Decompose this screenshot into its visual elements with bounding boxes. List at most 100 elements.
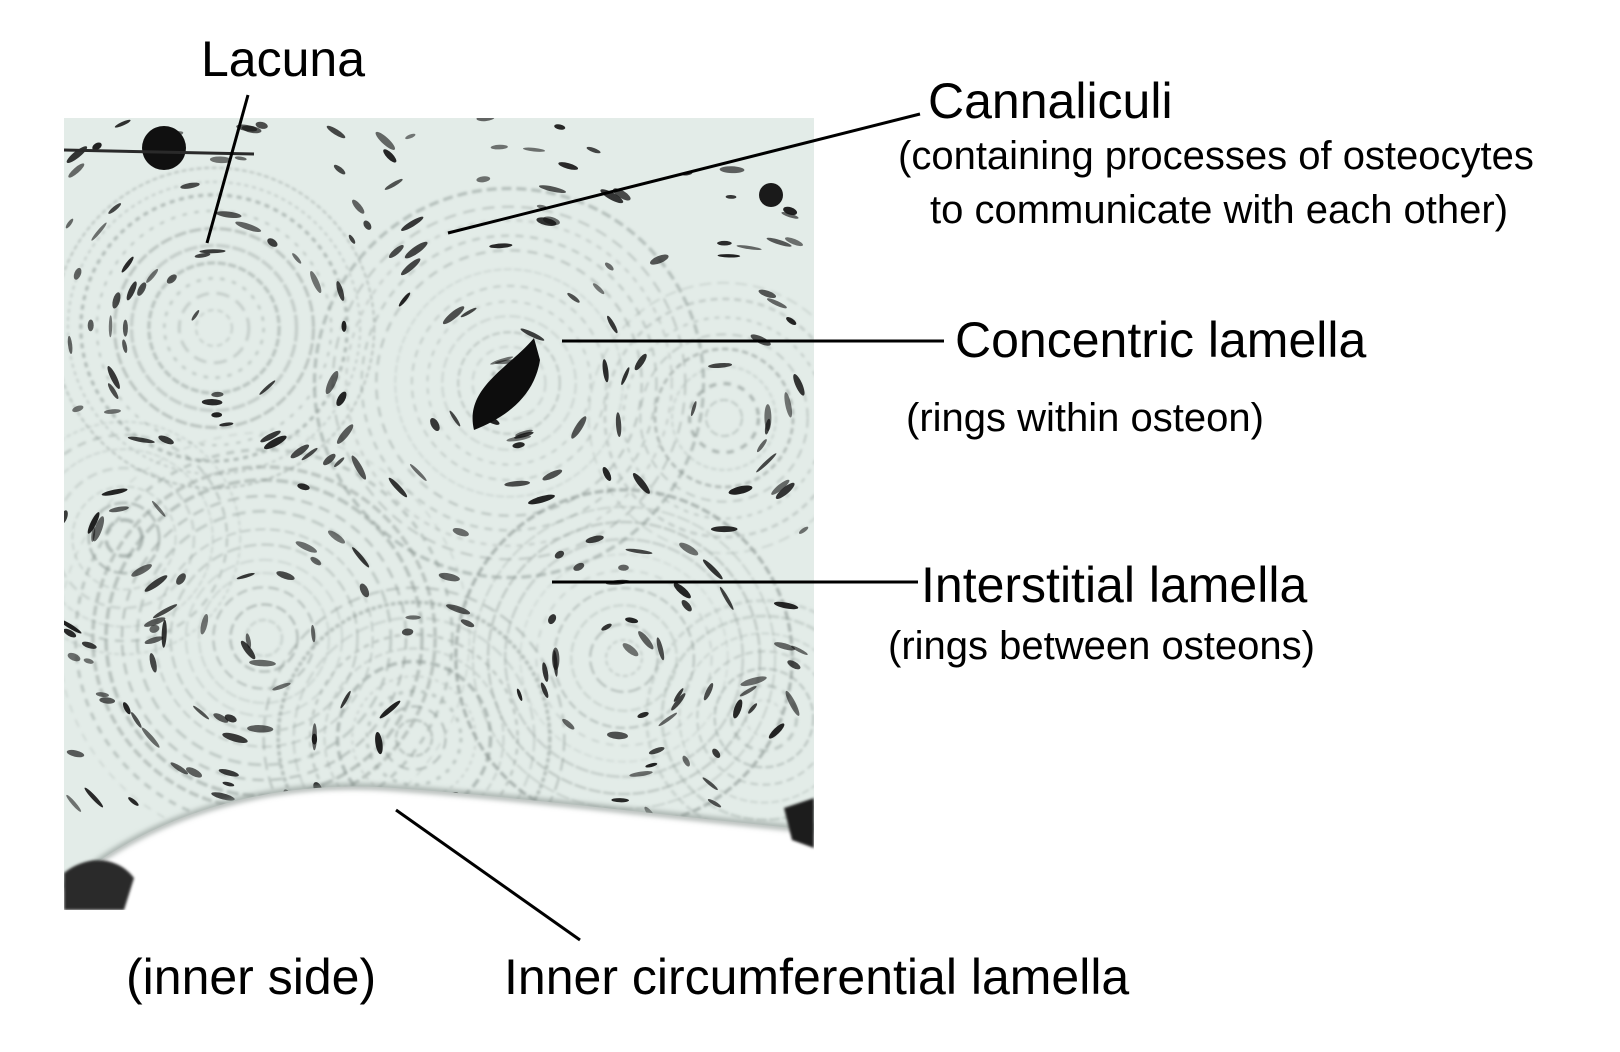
lacuna-mark xyxy=(618,564,629,571)
lamella-ring xyxy=(504,538,744,778)
lacuna-mark xyxy=(351,455,367,480)
lacuna-mark xyxy=(728,485,753,495)
osteocyte-lacunae xyxy=(64,118,809,819)
lacuna-mark xyxy=(292,253,302,264)
lacuna-mark xyxy=(333,164,346,175)
lacuna-mark xyxy=(405,615,421,620)
lacuna-mark xyxy=(101,488,128,496)
lacuna-mark xyxy=(673,688,684,702)
lacuna-mark xyxy=(222,781,235,787)
lacuna-mark xyxy=(460,307,477,318)
lacuna-mark xyxy=(341,320,347,332)
lacuna-mark xyxy=(786,317,797,325)
lacuna-mark xyxy=(348,234,356,244)
small-canal xyxy=(759,183,783,207)
lacuna-mark xyxy=(73,267,82,280)
lacuna-mark xyxy=(141,727,160,748)
lacuna-mark xyxy=(611,798,629,803)
lacuna-mark xyxy=(311,733,318,745)
lamella-ring xyxy=(64,433,229,643)
lacuna-mark xyxy=(67,652,81,662)
lacuna-mark xyxy=(645,762,658,768)
cannaliculi-note-line-1: (containing processes of osteocytes xyxy=(898,134,1534,178)
lacuna-mark xyxy=(107,383,119,399)
lacuna-mark xyxy=(632,472,650,494)
lacuna-mark xyxy=(717,240,732,246)
lacuna-mark xyxy=(127,436,155,444)
lacuna-mark xyxy=(604,262,614,271)
lacuna-mark xyxy=(602,359,609,383)
lacuna-mark xyxy=(702,777,718,791)
lacuna-mark xyxy=(247,725,274,733)
lamella-ring xyxy=(660,614,814,822)
lacuna-mark xyxy=(121,256,134,273)
lamella-ring xyxy=(705,399,743,437)
lamella-ring xyxy=(457,331,561,435)
lacuna-mark xyxy=(122,339,128,353)
lacuna-mark xyxy=(634,353,647,371)
lacuna-mark xyxy=(87,319,94,332)
lacuna-mark xyxy=(68,163,85,178)
lamella-ring xyxy=(96,210,332,446)
lamella-ring xyxy=(64,448,214,628)
lacuna-mark xyxy=(512,442,525,449)
corner-shadow xyxy=(64,860,134,910)
lacuna-mark xyxy=(401,628,414,636)
lacuna-mark xyxy=(708,362,733,369)
cannaliculi-label: Cannaliculi xyxy=(928,73,1173,129)
lacuna-mark xyxy=(301,447,318,461)
lamella-ring xyxy=(79,193,349,463)
lacuna-mark xyxy=(72,405,84,413)
lacuna-mark xyxy=(542,469,563,481)
corner-shadow-right xyxy=(784,798,814,848)
lacuna-mark xyxy=(515,429,533,437)
lacuna-mark xyxy=(542,662,549,682)
lacuna-label: Lacuna xyxy=(201,31,366,87)
lacuna-mark xyxy=(108,203,122,214)
lamella-ring xyxy=(745,699,783,737)
lamella-ring xyxy=(71,485,177,591)
lacuna-mark xyxy=(400,216,424,231)
lacuna-mark xyxy=(409,464,427,481)
lamella-ring xyxy=(120,494,408,782)
lacuna-mark xyxy=(260,430,281,443)
lacuna-mark xyxy=(528,494,555,505)
lacuna-mark xyxy=(548,614,557,625)
lacuna-mark xyxy=(211,792,235,801)
lacuna-mark xyxy=(267,238,278,247)
lacuna-mark xyxy=(65,218,74,229)
lacuna-mark xyxy=(791,645,808,655)
lacuna-mark xyxy=(585,535,604,544)
lacuna-mark xyxy=(638,631,654,650)
lacuna-mark xyxy=(213,713,229,723)
central-canal xyxy=(472,338,540,430)
lacuna-mark xyxy=(91,526,96,542)
lamella-ring xyxy=(678,632,814,804)
lacuna-mark xyxy=(310,270,322,294)
lacuna-mark xyxy=(771,479,790,495)
lacuna-mark xyxy=(297,483,310,491)
lacuna-mark xyxy=(276,571,295,581)
lamella-ring xyxy=(64,420,242,656)
lacuna-mark xyxy=(375,131,396,150)
lamella-ring xyxy=(276,600,552,876)
lacuna-mark xyxy=(64,619,82,634)
inner-circumferential-lamella-label: Inner circumferential lamella xyxy=(504,949,1130,1005)
lacuna-mark xyxy=(551,647,560,671)
lacuna-mark xyxy=(107,366,120,389)
lacuna-mark xyxy=(249,659,276,667)
lacuna-mark xyxy=(112,292,121,309)
lacuna-mark xyxy=(785,237,803,247)
lacuna-mark xyxy=(562,718,575,730)
lacuna-mark xyxy=(166,274,177,284)
lacuna-mark xyxy=(671,693,686,711)
lacuna-mark xyxy=(95,692,109,698)
lacuna-mark xyxy=(87,512,100,534)
lacuna-mark xyxy=(66,749,85,758)
lamella-ring xyxy=(487,521,761,795)
lacuna-mark xyxy=(400,258,421,276)
lamella-ring xyxy=(229,603,299,673)
lamella-ring xyxy=(360,234,658,532)
lacuna-mark xyxy=(766,237,792,247)
lacuna-mark xyxy=(114,119,131,128)
